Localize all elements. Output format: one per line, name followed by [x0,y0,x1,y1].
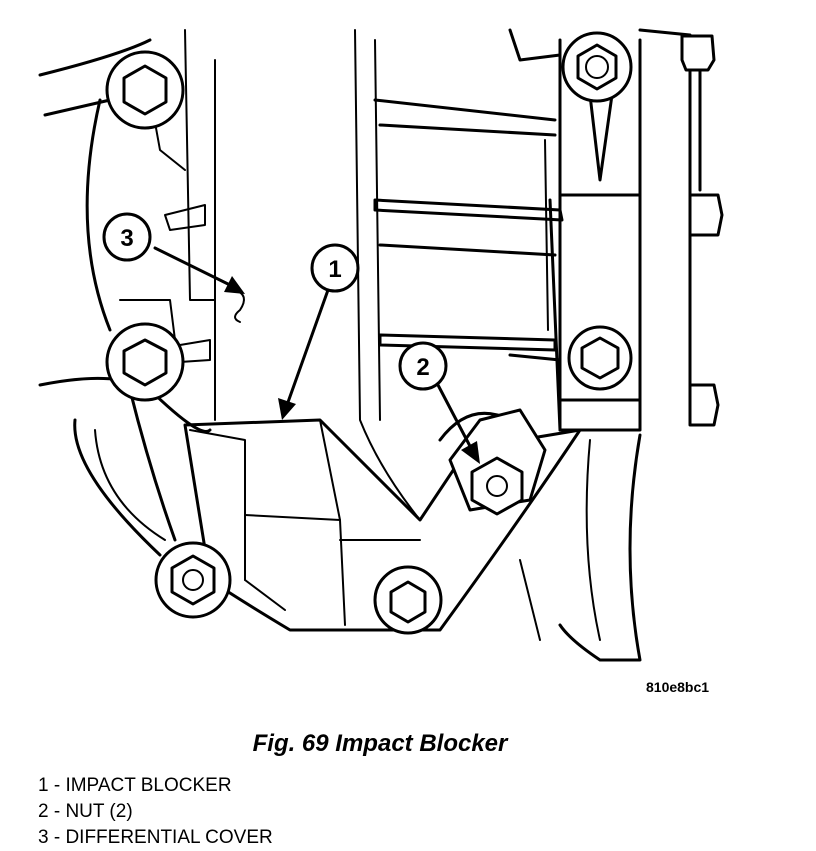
legend: 1 - IMPACT BLOCKER 2 - NUT (2) 3 - DIFFE… [38,773,273,851]
legend-item-differential-cover: 3 - DIFFERENTIAL COVER [38,827,273,848]
callout-3-number: 3 [120,225,133,252]
callout-1-arrow [278,288,330,420]
callout-2-arrow [436,383,480,464]
callout-2: 2 [398,341,448,391]
bolt-top-left [105,50,185,130]
legend-item-nut: 2 - NUT (2) [38,801,133,822]
nut-right [448,408,547,516]
bolt-top-right [561,31,633,103]
bolt-heads [105,31,633,635]
callout-3: 3 [102,212,152,262]
bolt-left-middle [105,322,185,402]
callout-2-number: 2 [416,354,429,381]
impact-blocker-diagram: 1 2 3 [38,28,724,662]
bracket-drawing [519,28,724,662]
bolt-bottom [373,565,443,635]
legend-item-impact-blocker: 1 - IMPACT BLOCKER [38,775,232,796]
leader-lines [153,246,480,464]
callout-1-number: 1 [328,256,341,283]
nut-left [154,541,232,619]
cover-ribs-drawing [354,28,564,521]
differential-cover-drawing [38,29,245,557]
callout-1: 1 [310,243,360,293]
callout-3-arrow [153,246,245,294]
bolt-right-middle [567,325,633,391]
figure-caption: Fig. 69 Impact Blocker [252,730,508,757]
image-code: 810e8bc1 [646,679,710,695]
